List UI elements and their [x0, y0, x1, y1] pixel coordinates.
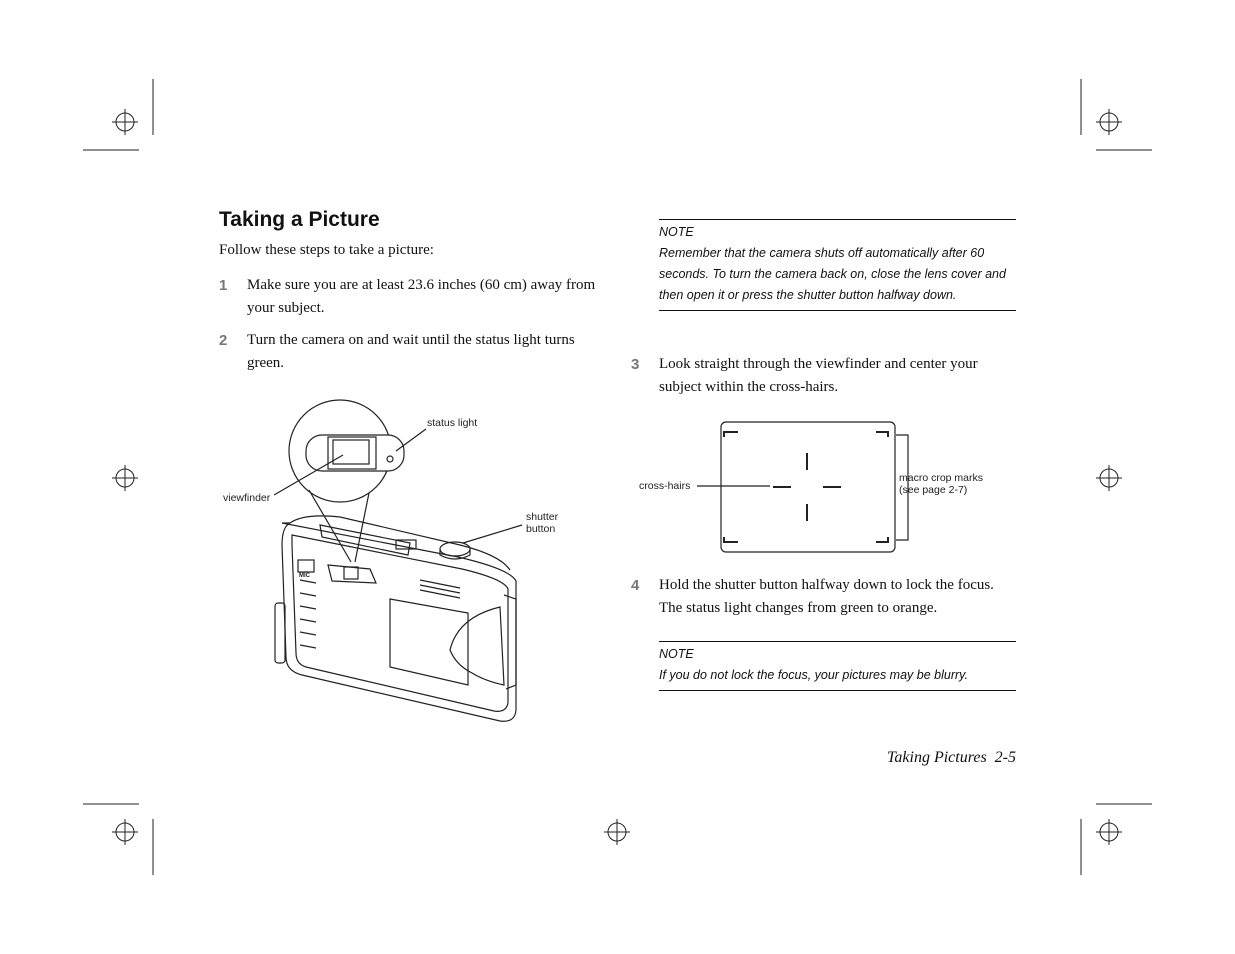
step-text: Look straight through the viewfinder and…	[659, 356, 978, 395]
viewfinder-frame	[720, 421, 896, 553]
shutter-leader	[462, 524, 523, 544]
step-number: 2	[219, 332, 228, 349]
step-number: 4	[631, 577, 640, 594]
note-focus: NOTE If you do not lock the focus, your …	[659, 641, 1016, 691]
camera-right-side	[503, 594, 517, 690]
registration-mark-mid-left	[112, 465, 138, 491]
camera-illustration	[273, 399, 523, 722]
camera-top-edge	[289, 515, 511, 571]
registration-mark-top-left	[83, 79, 154, 151]
macro-crop-bracket	[896, 434, 909, 541]
note-text: Remember that the camera shuts off autom…	[659, 246, 1006, 302]
magnifier-pointer-left	[308, 489, 352, 563]
macro-crop-mark-bottom-left	[723, 537, 738, 543]
step-1: 1 Make sure you are at least 23.6 inches…	[219, 274, 602, 320]
registration-mark-bottom-center	[604, 819, 630, 845]
macro-crop-label-line2: (see page 2-7)	[899, 484, 968, 496]
shutter-button-base	[439, 549, 471, 560]
viewfinder-diagram	[697, 421, 909, 553]
magnifier-pointer-right	[354, 492, 370, 563]
mode-switch	[297, 559, 315, 573]
macro-crop-mark-bottom-right	[876, 537, 889, 543]
status-light-leader	[395, 428, 427, 452]
lens-window	[389, 598, 469, 686]
viewfinder-glass	[332, 439, 370, 465]
status-light	[386, 455, 394, 463]
macro-crop-mark-top-right	[876, 431, 889, 437]
note-label: NOTE	[659, 225, 694, 239]
note-text: If you do not lock the focus, your pictu…	[659, 668, 968, 682]
status-light-label: status light	[427, 417, 478, 429]
cross-hairs-label: cross-hairs	[639, 480, 691, 492]
macro-crop-label-line1: macro crop marks	[899, 472, 984, 484]
shutter-label-line2: button	[526, 523, 556, 535]
step-number: 1	[219, 277, 228, 294]
shutter-label-line1: shutter	[526, 511, 559, 523]
step-number: 3	[631, 356, 640, 373]
step-2: 2 Turn the camera on and wait until the …	[219, 329, 607, 375]
step-text: Turn the camera on and wait until the st…	[247, 332, 575, 371]
registration-mark-bottom-left	[83, 803, 154, 875]
intro-text: Follow these steps to take a picture:	[219, 242, 434, 258]
viewfinder-label: viewfinder	[223, 492, 271, 504]
front-viewfinder	[327, 564, 377, 584]
macro-crop-mark-top-left	[723, 431, 738, 437]
viewfinder-window	[327, 436, 377, 470]
step-3: 3 Look straight through the viewfinder a…	[631, 353, 1019, 399]
side-strap	[274, 602, 286, 664]
step-4: 4 Hold the shutter button halfway down t…	[631, 574, 1019, 620]
note-auto-off: NOTE Remember that the camera shuts off …	[659, 219, 1016, 311]
camera-body-inner	[291, 534, 509, 712]
page-footer: Taking Pictures 2-5	[886, 749, 1016, 766]
registration-mark-top-right	[1080, 79, 1152, 151]
registration-mark-bottom-right	[1080, 803, 1152, 875]
grip	[449, 606, 505, 686]
registration-mark-mid-right	[1096, 465, 1122, 491]
front-viewfinder-glass	[343, 566, 359, 580]
note-label: NOTE	[659, 647, 694, 661]
camera-top-panel	[319, 524, 411, 556]
viewfinder-leader	[273, 454, 344, 496]
mic-label: MIC	[299, 573, 310, 579]
step-text: Hold the shutter button halfway down to …	[659, 577, 994, 616]
step-text: Make sure you are at least 23.6 inches (…	[247, 277, 596, 316]
page-title: Taking a Picture	[219, 208, 380, 231]
camera-body	[281, 522, 517, 722]
camera-top-button	[395, 539, 417, 550]
cross-hairs	[773, 453, 841, 521]
